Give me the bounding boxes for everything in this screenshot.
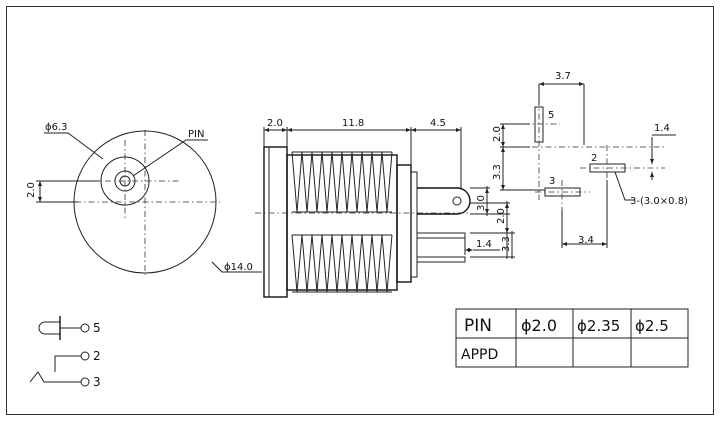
pin3-label: 3 bbox=[549, 176, 555, 187]
sch-5: 5 bbox=[93, 321, 101, 335]
wire-2 bbox=[54, 355, 81, 372]
leader-phi-large bbox=[211, 261, 262, 273]
side-dim-r3: 3.3 bbox=[501, 236, 512, 252]
table-cell: ϕ2.35 bbox=[577, 317, 620, 335]
pin-lower bbox=[416, 256, 466, 263]
pin-table: PIN ϕ2.0 ϕ2.35 ϕ2.5 APPD bbox=[455, 308, 689, 368]
lower-thread bbox=[291, 234, 393, 293]
front-phi-large-label: ϕ14.0 bbox=[224, 262, 253, 273]
table-cell: ϕ2.5 bbox=[635, 317, 669, 335]
sch-3: 3 bbox=[93, 375, 101, 389]
pin2-label: 2 bbox=[591, 153, 597, 164]
schematic-symbol: 5 2 3 bbox=[29, 316, 101, 389]
table-pin-header: PIN bbox=[464, 316, 492, 336]
drawing-frame bbox=[6, 6, 714, 415]
leader-phi-small bbox=[44, 132, 104, 160]
side-dim-14: 1.4 bbox=[476, 239, 492, 250]
pin-upper bbox=[416, 232, 466, 239]
pins-14-dim: 1.4 bbox=[654, 123, 670, 134]
arrow bbox=[38, 197, 42, 202]
leader-pin bbox=[132, 139, 208, 177]
pins-top-dim: 3.7 bbox=[555, 71, 571, 82]
terminal-5 bbox=[80, 323, 90, 333]
side-dim-r2: 2.0 bbox=[496, 208, 507, 224]
side-view: 2.0 11.8 4.5 3.0 2.0 3.3 1.4 bbox=[255, 118, 515, 298]
table-cell: ϕ2.0 bbox=[521, 316, 557, 335]
pin-layout: 5 3.7 2.0 3.3 2 1.4 3 3-(3. bbox=[492, 71, 688, 248]
front-view: 2.0 ϕ6.3 PIN ϕ14.0 bbox=[26, 122, 262, 275]
pins-34-dim: 3.4 bbox=[578, 235, 594, 246]
sch-2: 2 bbox=[93, 349, 101, 363]
pins-20-dim: 2.0 bbox=[492, 126, 503, 142]
upper-thread bbox=[291, 151, 393, 213]
tab-terminal bbox=[417, 187, 471, 215]
side-dim-r1: 3.0 bbox=[476, 195, 487, 211]
pin-label: PIN bbox=[188, 129, 204, 140]
side-dim-top-2: 11.8 bbox=[342, 118, 364, 129]
wire-3 bbox=[29, 371, 81, 383]
side-dim-top-1: 2.0 bbox=[267, 118, 283, 129]
arrow bbox=[38, 181, 42, 186]
pin5-label: 5 bbox=[548, 110, 554, 121]
rear-housing bbox=[396, 164, 412, 283]
pins-slot-label: 3-(3.0×0.8) bbox=[630, 196, 688, 207]
slot-leader bbox=[614, 171, 635, 201]
pins-33-dim: 3.3 bbox=[492, 164, 503, 180]
side-dim-top-3: 4.5 bbox=[430, 118, 446, 129]
terminal-2 bbox=[80, 351, 90, 361]
front-phi-small-label: ϕ6.3 bbox=[45, 122, 68, 133]
tab-hole bbox=[452, 196, 462, 206]
rear-plate bbox=[410, 171, 418, 278]
front-left-dim: 2.0 bbox=[26, 182, 37, 198]
terminal-3 bbox=[80, 377, 90, 387]
flange bbox=[263, 146, 288, 298]
plug-body bbox=[38, 321, 61, 335]
table-appd-header: APPD bbox=[461, 347, 498, 363]
